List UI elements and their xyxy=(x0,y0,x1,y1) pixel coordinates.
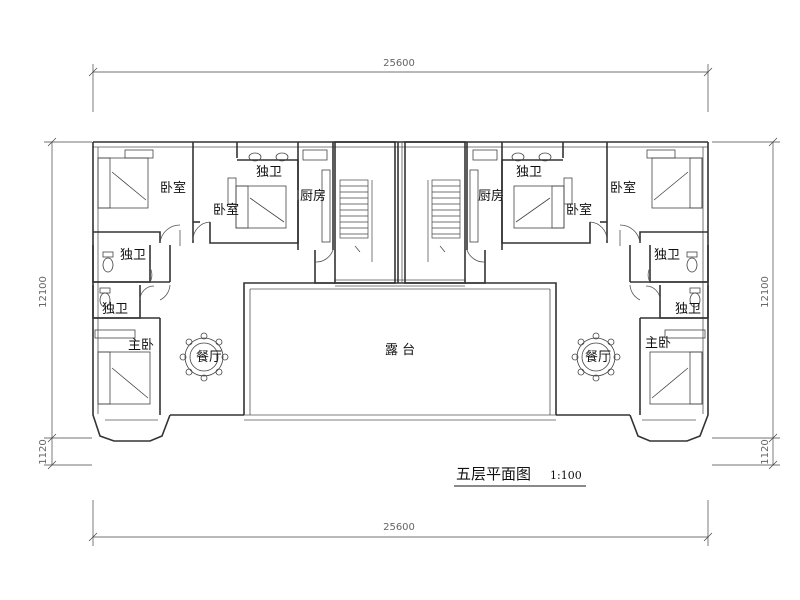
kitchen-counter-icon xyxy=(302,149,331,243)
left-unit-walls xyxy=(92,142,336,415)
room-label-right-master: 主卧 xyxy=(645,336,671,351)
stairwell-left xyxy=(334,141,396,284)
dimension-bottom: 25600 xyxy=(88,500,713,546)
room-label-right-bedroom-b: 卧室 xyxy=(566,202,592,218)
dimension-left-depth: 12100 xyxy=(38,276,49,308)
door-swings xyxy=(139,221,661,301)
stairwell-right xyxy=(404,141,466,284)
toilet-icon xyxy=(102,251,114,273)
drawing-title: 五层平面图 xyxy=(456,465,531,483)
room-label-left-bath-upper: 独卫 xyxy=(256,165,282,180)
sink-icon xyxy=(248,152,289,162)
bed-icon xyxy=(94,329,151,405)
toilet-icon xyxy=(689,287,701,308)
toilet-icon xyxy=(99,287,111,308)
room-label-left-bath-mid: 独卫 xyxy=(120,248,146,263)
outer-walls xyxy=(92,141,709,442)
room-label-right-bath-lower: 独卫 xyxy=(675,302,701,317)
room-label-right-bath-mid: 独卫 xyxy=(654,248,680,263)
sink-icon xyxy=(511,152,552,162)
room-label-left-bedroom-a: 卧室 xyxy=(160,180,186,196)
dimension-right-projection: 1120 xyxy=(760,439,771,464)
dimension-top: 25600 xyxy=(88,58,713,112)
room-label-right-bedroom-a: 卧室 xyxy=(610,180,636,196)
bed-icon xyxy=(227,177,287,229)
room-label-terrace: 露 台 xyxy=(385,343,415,358)
dimension-bottom-label: 25600 xyxy=(383,522,415,533)
room-label-left-bedroom-b: 卧室 xyxy=(213,202,239,218)
toilet-icon xyxy=(686,251,698,273)
room-label-right-bath-upper: 独卫 xyxy=(516,165,542,180)
dimension-left-projection: 1120 xyxy=(38,439,49,464)
room-label-left-kitchen: 厨房 xyxy=(300,188,326,204)
room-label-left-dining: 餐厅 xyxy=(196,349,222,365)
dimension-top-label: 25600 xyxy=(383,58,415,69)
room-label-right-dining: 餐厅 xyxy=(585,349,611,365)
dining-table-icon xyxy=(571,332,621,382)
dimension-left: 12100 1120 xyxy=(38,137,92,470)
dimension-right: 12100 1120 xyxy=(712,137,780,470)
dining-table-icon xyxy=(179,332,229,382)
bed-icon xyxy=(649,329,706,405)
drawing-title-block: 五层平面图 1:100 xyxy=(454,465,586,487)
room-label-right-kitchen: 厨房 xyxy=(478,188,504,204)
drawing-scale: 1:100 xyxy=(550,469,582,482)
dimension-right-depth: 12100 xyxy=(760,276,771,308)
terrace-area xyxy=(243,279,557,421)
kitchen-counter-icon xyxy=(469,149,498,243)
right-unit-walls xyxy=(464,142,709,415)
bed-icon xyxy=(513,177,573,229)
bed-icon xyxy=(646,149,703,209)
bed-icon xyxy=(97,149,154,209)
room-label-left-bath-lower: 独卫 xyxy=(102,302,128,317)
room-label-left-master: 主卧 xyxy=(128,338,154,353)
